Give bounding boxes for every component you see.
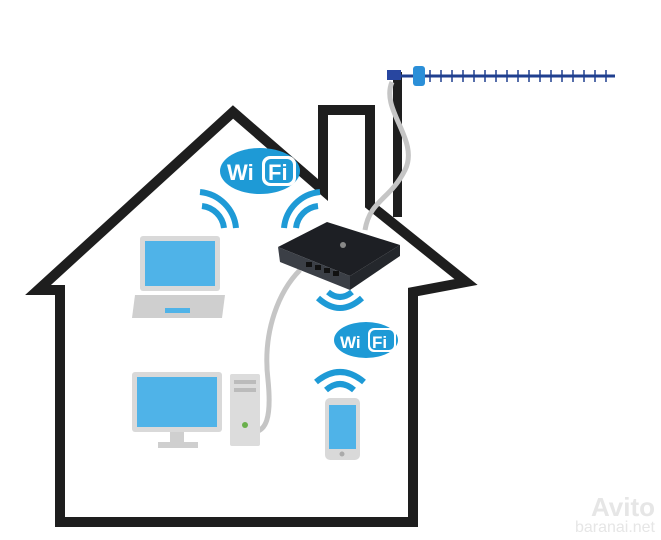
wifi-wi-text: Wi	[227, 160, 254, 185]
wifi-fi-text: Fi	[268, 160, 288, 185]
watermark-brand: Avito	[590, 492, 655, 522]
wifi-waves-icon	[314, 289, 366, 393]
wifi-waves-icon	[199, 189, 321, 229]
laptop-icon	[132, 236, 225, 318]
watermark-site: baranai.net	[574, 519, 655, 536]
antenna-pole	[393, 72, 402, 217]
router	[278, 222, 400, 290]
wifi-wi-text: Wi	[340, 333, 361, 352]
wifi-fi-text: Fi	[372, 333, 387, 352]
lan-cable	[254, 268, 302, 435]
house-outline	[25, 105, 478, 527]
wifi-logo: Wi Fi	[220, 148, 300, 194]
yagi-antenna	[387, 66, 615, 86]
antenna-cable	[362, 81, 411, 231]
desktop-monitor-icon	[132, 372, 222, 448]
smartphone-icon	[325, 398, 360, 460]
wifi-logo: Wi Fi	[334, 322, 398, 358]
watermark: Avito baranai.net	[575, 494, 655, 536]
pc-tower-icon	[230, 374, 260, 446]
